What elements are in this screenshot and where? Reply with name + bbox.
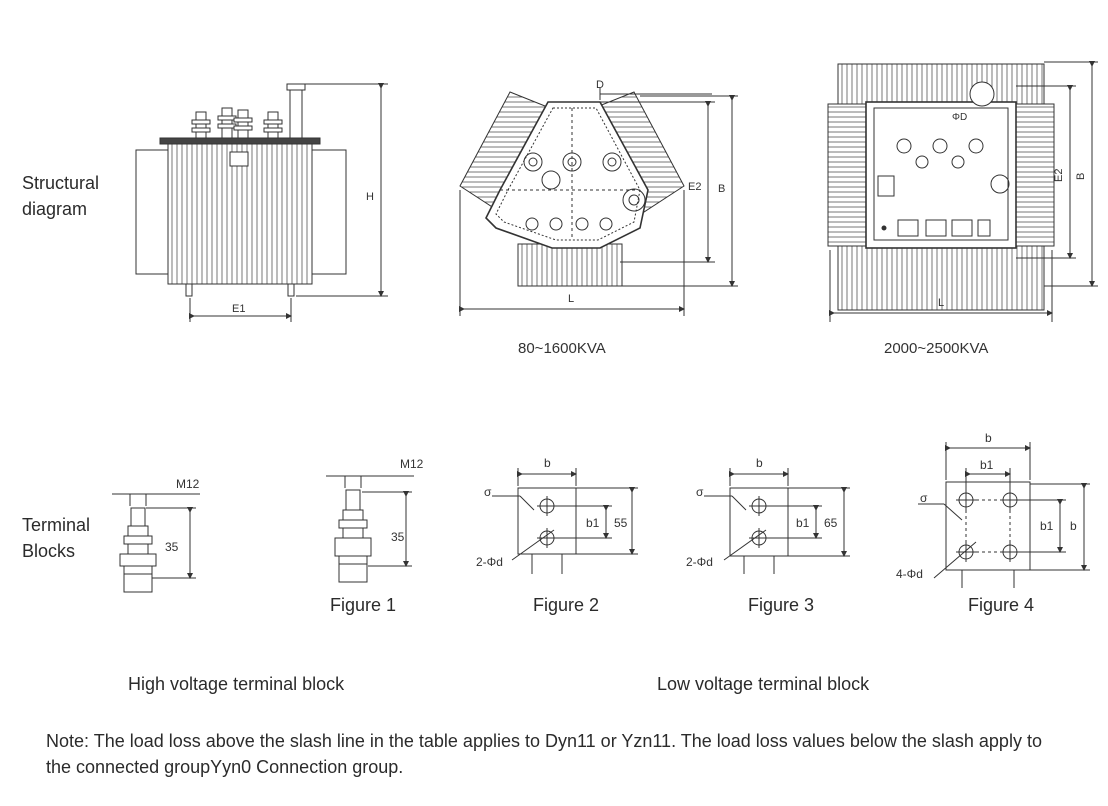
lv-terminal-figure3 (704, 468, 850, 574)
m12-label-b: M12 (400, 457, 424, 471)
holes-fig3: 2-Φd (686, 555, 713, 569)
sigma-fig4: σ (920, 491, 928, 505)
hv-terminal-figure1 (326, 475, 414, 583)
lv-terminal-figure2 (492, 468, 638, 574)
figure-3-caption: Figure 3 (748, 595, 815, 615)
dim-h-label: H (366, 191, 374, 203)
dim-e2-label: E2 (688, 181, 701, 193)
figure-4-caption: Figure 4 (968, 595, 1035, 615)
dim-b-label: B (718, 183, 725, 195)
transformer-side-view (135, 83, 388, 322)
dim-b1-top-fig4: b1 (980, 458, 994, 472)
dim-b1-fig3: b1 (796, 516, 810, 530)
dim-b-right-fig4: b (1070, 519, 1077, 533)
terminal-blocks-label: Terminal Blocks (22, 515, 91, 561)
lv-terminal-figure4 (918, 442, 1090, 588)
caption-80-1600kva: 80~1600KVA (518, 340, 606, 357)
dim-e2-label-large: E2 (1053, 169, 1065, 182)
caption-2000-2500kva: 2000~2500KVA (884, 340, 989, 357)
dim-l-label: L (568, 293, 574, 305)
sigma-fig2: σ (484, 485, 492, 499)
structural-diagram-label: Structural diagram (22, 173, 100, 219)
hv-terminal-block-label: High voltage terminal block (128, 674, 345, 694)
transformer-top-view-small (459, 88, 738, 316)
figure-2-caption: Figure 2 (533, 595, 600, 615)
dim-b-fig2: b (544, 456, 551, 470)
dim-phid-label: ΦD (952, 112, 967, 123)
dim-35-label-a: 35 (165, 540, 179, 554)
note-text: Note: The load loss above the slash line… (46, 731, 1042, 777)
lv-terminal-block-label: Low voltage terminal block (657, 674, 870, 694)
dim-65-fig3: 65 (824, 516, 838, 530)
figure-1-caption: Figure 1 (330, 595, 397, 615)
dim-35-label-b: 35 (391, 530, 405, 544)
dim-b1-right-fig4: b1 (1040, 519, 1054, 533)
m12-label-a: M12 (176, 477, 200, 491)
hv-terminal-a (112, 493, 200, 593)
dim-b1-fig2: b1 (586, 516, 600, 530)
dim-l-label-large: L (938, 297, 944, 309)
dim-b-label-large: B (1075, 173, 1087, 180)
sigma-fig3: σ (696, 485, 704, 499)
dim-b-top-fig4: b (985, 431, 992, 445)
dim-e1-label: E1 (232, 303, 245, 315)
dim-55-fig2: 55 (614, 516, 628, 530)
dim-b-fig3: b (756, 456, 763, 470)
transformer-top-view-large (827, 61, 1098, 322)
holes-fig4: 4-Φd (896, 567, 923, 581)
dim-d-label: D (596, 79, 604, 91)
holes-fig2: 2-Φd (476, 555, 503, 569)
